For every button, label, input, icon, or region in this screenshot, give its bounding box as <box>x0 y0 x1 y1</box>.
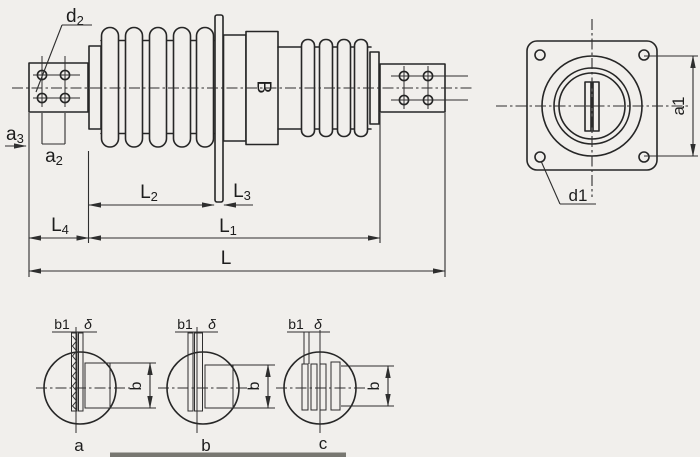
bolt-hole <box>398 94 410 106</box>
lamination-bar <box>301 363 309 411</box>
dim-L2: L2 <box>88 182 215 208</box>
bolt-hole <box>422 94 434 106</box>
dim-label-L1: L1 <box>219 216 237 238</box>
bolt-hole <box>36 92 48 104</box>
dim-label-delta: δ <box>84 316 92 332</box>
dim-L4: L4 <box>28 215 90 241</box>
leader-line <box>35 24 63 93</box>
variant-label-a: a <box>74 436 84 455</box>
slot-gap <box>187 332 194 412</box>
slot-gap <box>78 332 84 412</box>
lamination-bar <box>319 363 327 411</box>
bolt-hole <box>59 69 71 81</box>
flange-corner-hole <box>534 49 546 61</box>
dim-a1: a1 <box>644 55 698 157</box>
flange-corner-hole <box>638 49 650 61</box>
dim-label-delta: δ <box>208 316 216 332</box>
detail-b: b1 δ b b <box>158 316 275 455</box>
shed <box>100 26 120 148</box>
shed <box>172 26 192 148</box>
dim-L: L <box>28 248 446 274</box>
dim-label-b1: b1 <box>177 316 193 332</box>
dim-label-d1: d1 <box>569 186 588 205</box>
dim-label-b: b <box>246 381 263 390</box>
detail-a: b1 δ b a <box>36 316 156 455</box>
variant-label-c: c <box>319 434 328 453</box>
shed <box>195 26 215 148</box>
dim-L3: L3 <box>223 181 253 208</box>
bolt-hole <box>36 69 48 81</box>
detail-c: b1 δ b c <box>276 316 394 453</box>
leader-line <box>540 160 561 205</box>
shed <box>148 26 168 148</box>
flexible-lead-slot <box>71 332 78 412</box>
dim-a2: a2 <box>41 113 66 168</box>
a1-extension-lines <box>644 55 698 157</box>
dim-a3: a3 <box>5 124 27 149</box>
flange-corner-hole <box>638 151 650 163</box>
conductor-bar <box>84 362 111 409</box>
dim-d1: d1 <box>540 160 596 205</box>
dim-label-a1: a1 <box>669 97 688 116</box>
large-sheds <box>100 26 215 148</box>
main-dimensions: d2 a3 a2 L2 L3 <box>5 6 446 277</box>
detail-circle <box>43 351 117 425</box>
mounting-flange-tab <box>214 14 224 203</box>
hole-row-centerlines <box>33 74 80 99</box>
lamination-bar <box>310 363 318 411</box>
dim-label-delta: δ <box>314 316 322 332</box>
terminal-detail-views: b1 δ b a b1 δ b b <box>36 316 394 455</box>
detail-circle <box>283 351 357 425</box>
dim-label-b: b <box>128 381 145 390</box>
dim-label-a3: a3 <box>6 124 24 146</box>
variant-label-b: b <box>201 436 210 455</box>
dim-label-L4: L4 <box>51 215 69 237</box>
b-extension-lines <box>341 365 394 407</box>
dim-label-L3: L3 <box>233 181 251 203</box>
a2-lines <box>41 113 66 145</box>
dim-label-d2: d2 <box>66 6 84 28</box>
bolt-hole <box>59 92 71 104</box>
dim-label-b1: b1 <box>288 316 304 332</box>
conductor-bar <box>204 364 234 409</box>
dim-label-b1: b1 <box>54 316 70 332</box>
lamination-leads <box>303 332 310 364</box>
hole-column-centerlines <box>41 56 66 107</box>
bolt-hole <box>422 70 434 82</box>
flexible-lead-zigzag <box>71 335 78 411</box>
dim-label-b: b <box>366 381 383 390</box>
shed <box>124 26 144 148</box>
body-label-B: B <box>253 80 275 93</box>
stranded-lead-slot <box>194 332 203 412</box>
main-side-view: B <box>5 6 473 277</box>
bolt-hole <box>398 70 410 82</box>
dim-d2: d2 <box>35 6 92 93</box>
dim-label-a2: a2 <box>45 146 63 168</box>
scan-artifact <box>110 452 346 457</box>
dim-label-L: L <box>221 248 232 269</box>
lamination-bar <box>330 361 341 411</box>
flange-front-view: a1 d1 <box>496 19 698 205</box>
left-terminal <box>28 56 89 113</box>
dim-label-L2: L2 <box>140 182 158 204</box>
dim-L1: L1 <box>88 216 381 241</box>
flange-corner-hole <box>534 151 546 163</box>
